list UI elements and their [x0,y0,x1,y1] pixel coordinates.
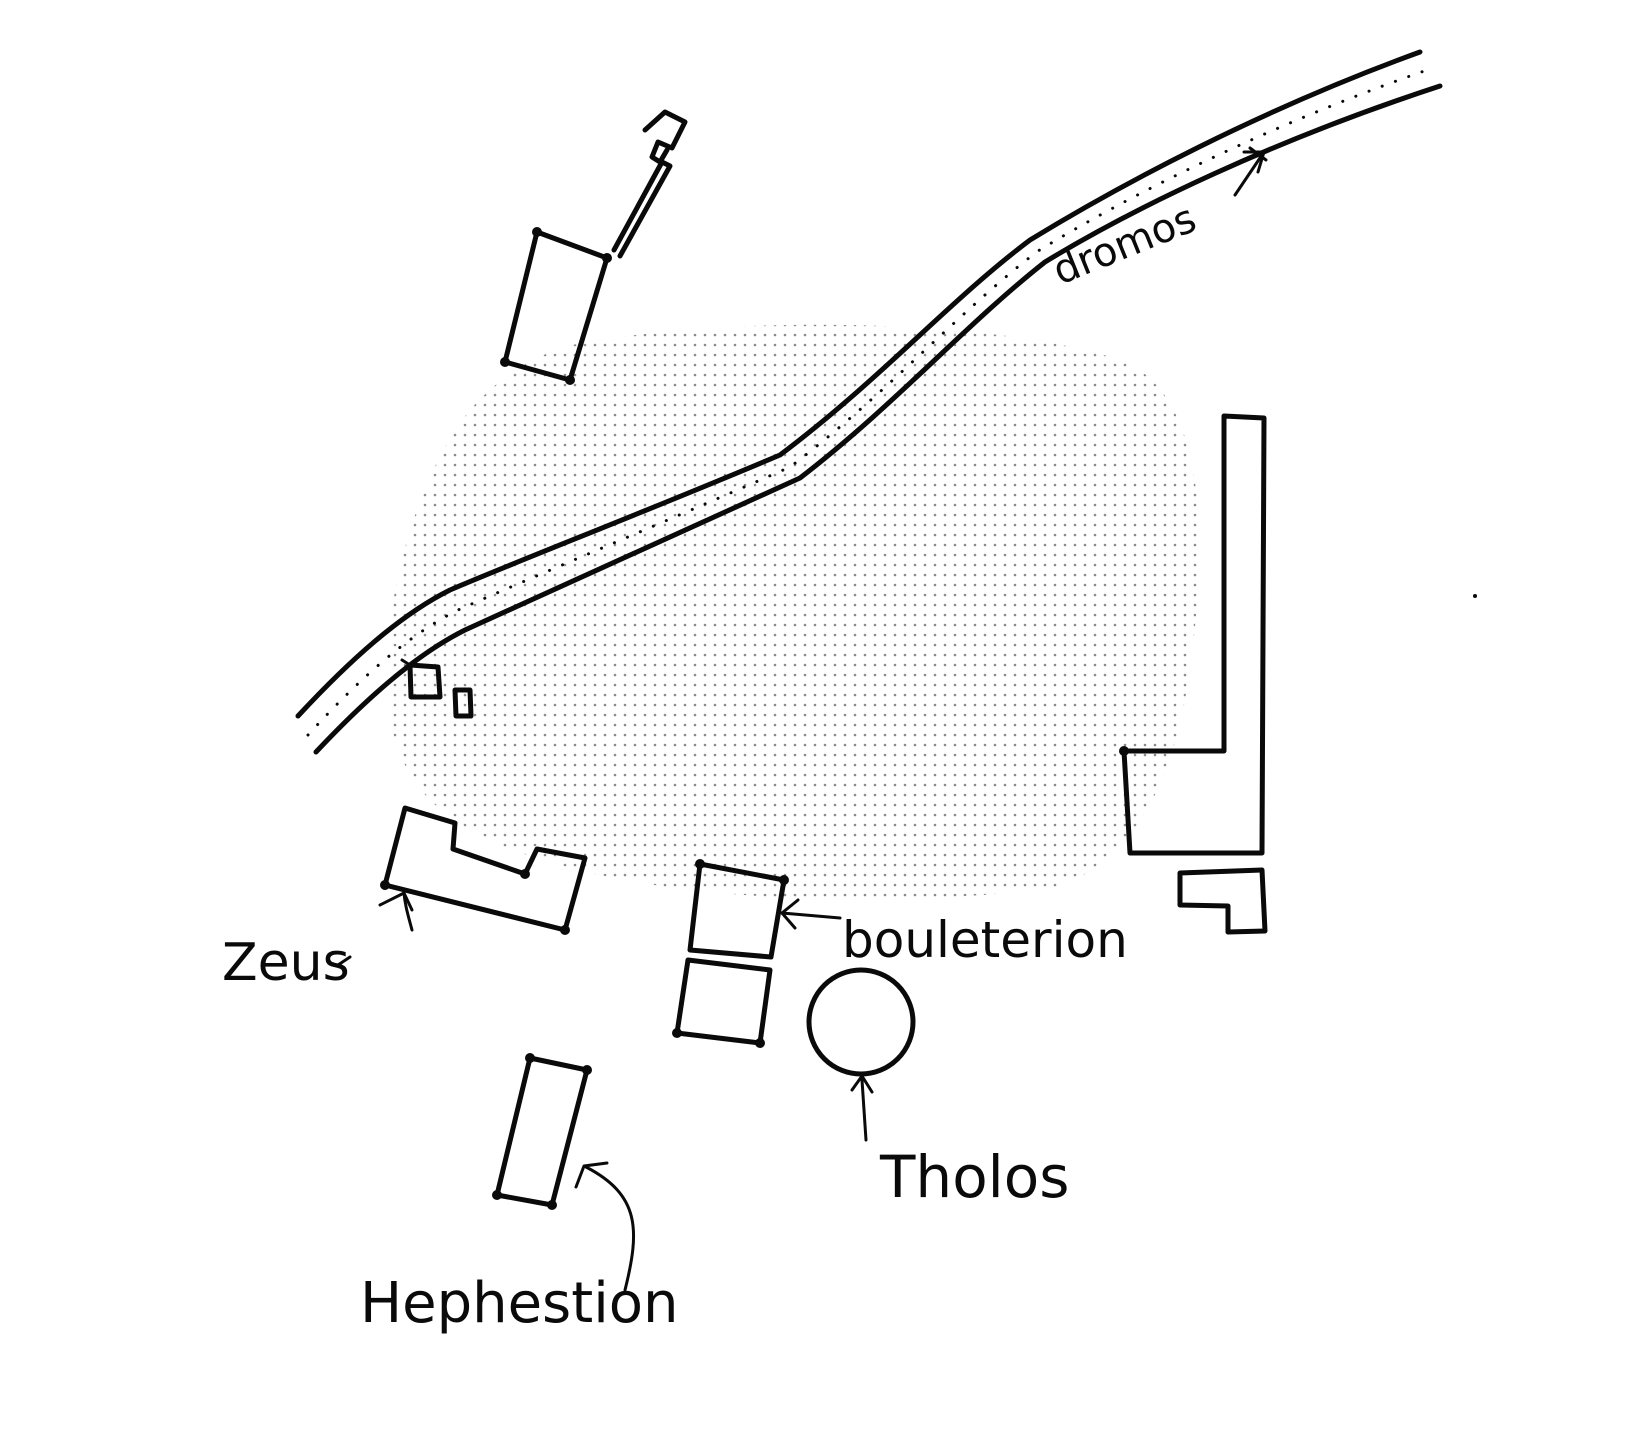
ink-speck [1473,594,1477,598]
tholos-label: Tholos [879,1143,1070,1211]
hephestion-label: Hephestion [360,1271,679,1336]
dromos-arrow-icon [1233,146,1268,197]
agora-stippled-area [386,324,1200,900]
small-monuments [400,658,474,719]
tholos-arrow-icon [850,1074,874,1142]
bouleterion-arrow-icon [780,898,842,930]
bouleterion-building [672,859,789,1048]
zeus-label: Zeus [222,933,350,993]
bouleterion-label: bouleterion [842,911,1128,969]
north-building [500,109,688,385]
hephestion-arrow-icon [574,1161,635,1292]
hephestion-temple [492,1053,592,1210]
zeus-arrow-icon [336,891,414,967]
tholos-building [806,967,916,1077]
dromos-road [295,49,1443,755]
zeus-stoa [380,805,588,935]
east-stoa [1119,413,1268,935]
dromos-label: dromos [1047,196,1203,295]
